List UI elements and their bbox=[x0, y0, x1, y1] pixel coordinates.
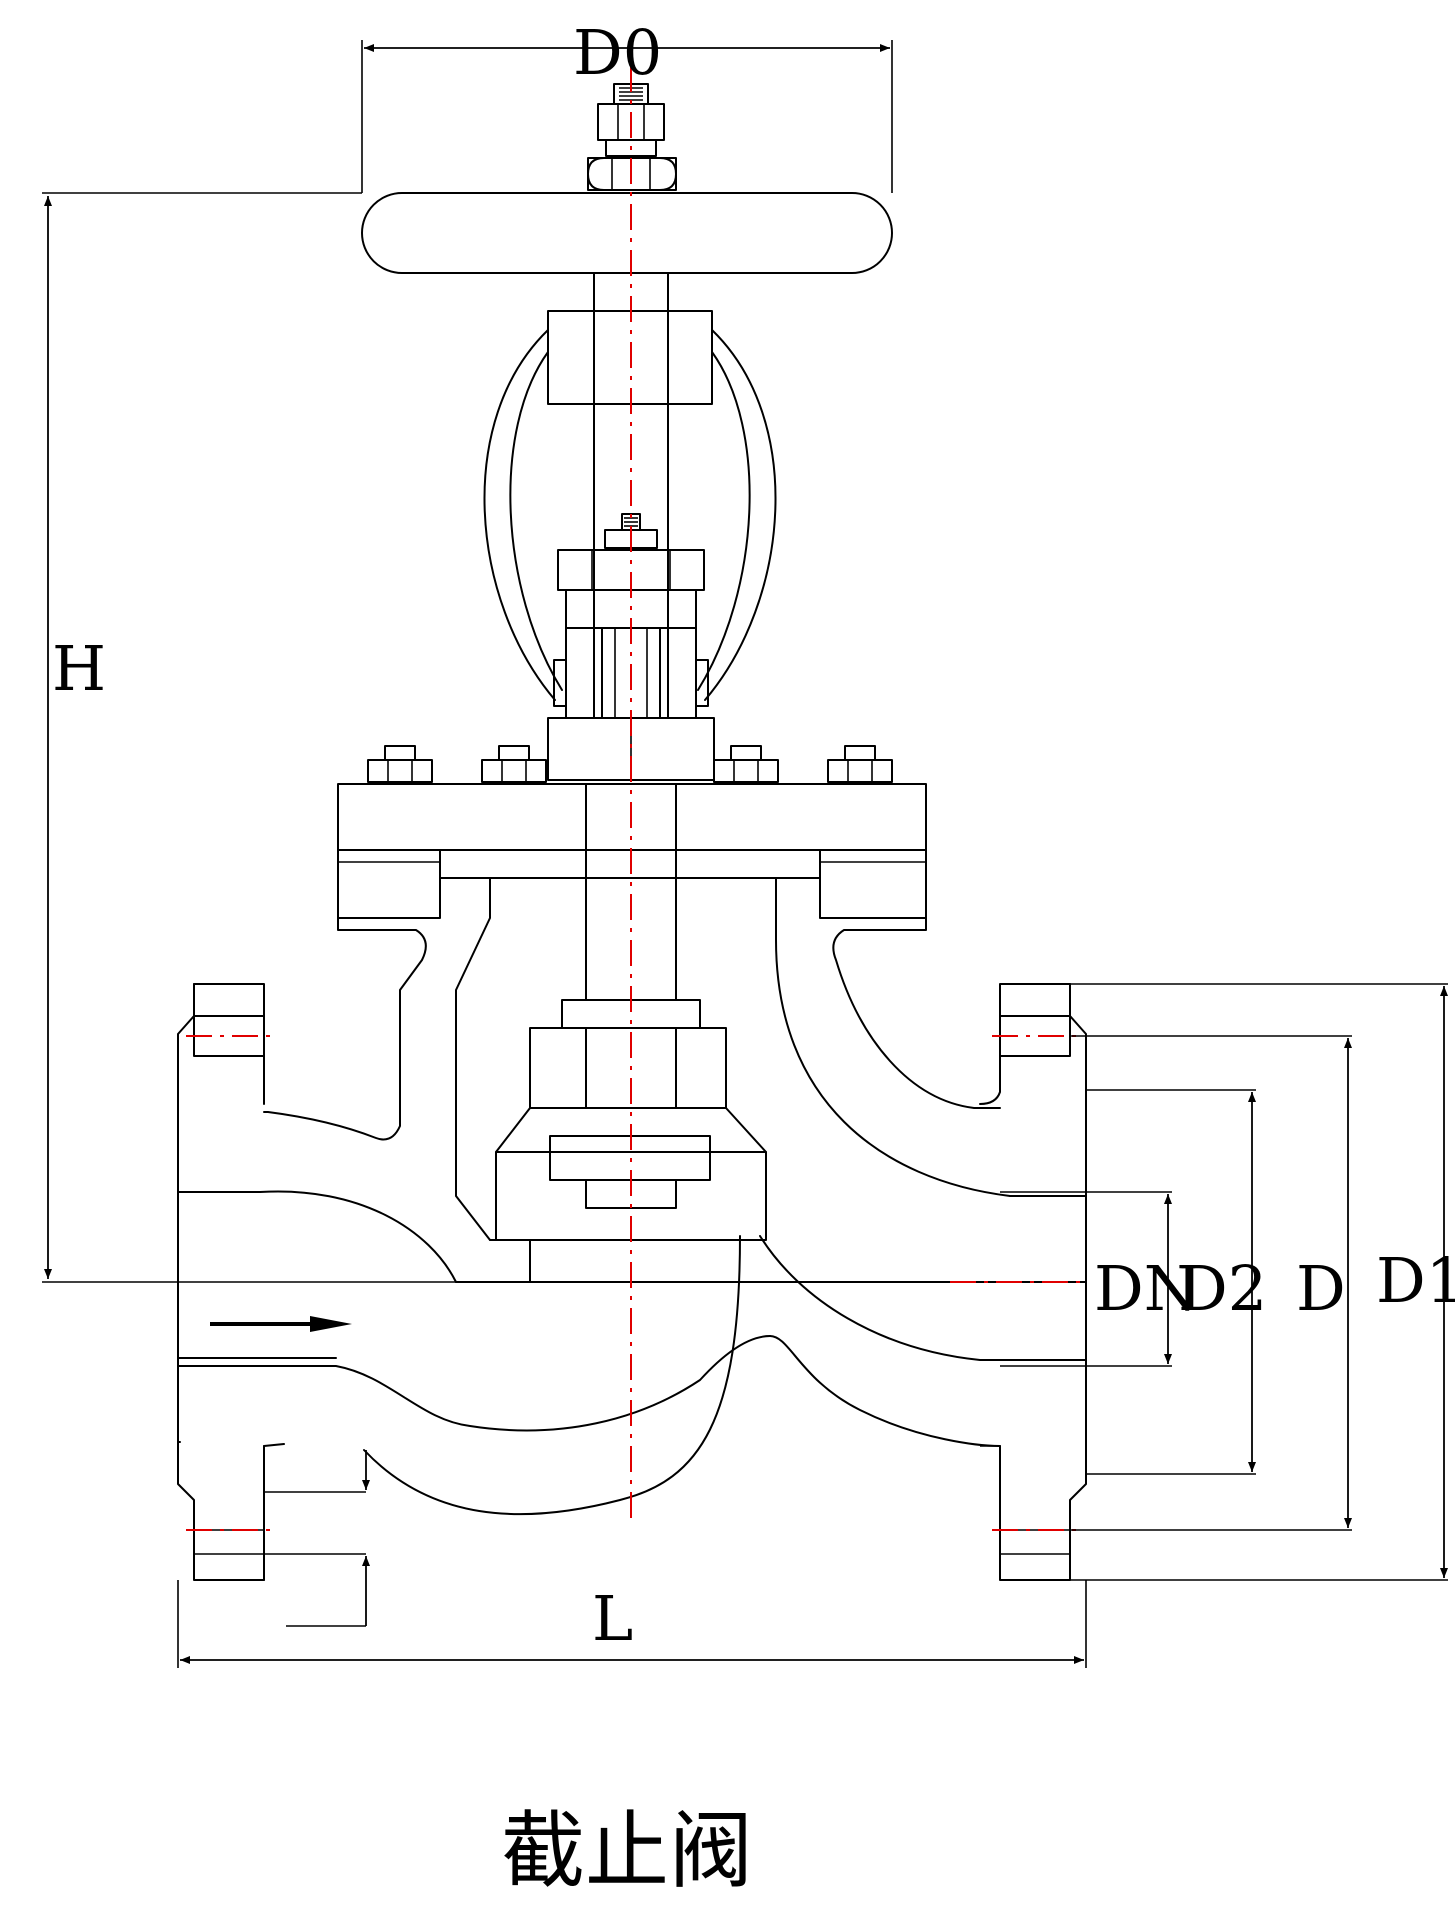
label-l: L bbox=[592, 1582, 633, 1655]
yoke-arms bbox=[483, 329, 777, 701]
handwheel bbox=[361, 192, 893, 274]
dimension-d0 bbox=[361, 40, 893, 193]
dimension-dn bbox=[1000, 1191, 1172, 1367]
arrow-right-icon bbox=[210, 1316, 352, 1332]
bonnet-bolts bbox=[367, 745, 893, 783]
label-h: H bbox=[52, 632, 106, 705]
label-dn: DN bbox=[1094, 1252, 1198, 1325]
label-d1: D1 bbox=[1376, 1244, 1455, 1317]
label-d: D bbox=[1296, 1252, 1346, 1325]
label-d0: D0 bbox=[573, 16, 662, 89]
dimension-d1 bbox=[1070, 983, 1448, 1581]
dimension-l bbox=[177, 1580, 1087, 1668]
dimension-d2 bbox=[1086, 1089, 1256, 1475]
label-d2: D2 bbox=[1178, 1252, 1267, 1325]
valve-stem bbox=[593, 272, 669, 719]
dimension-d bbox=[1070, 1035, 1352, 1531]
centerlines bbox=[186, 66, 1086, 1531]
dimension-h bbox=[42, 192, 456, 1283]
dimension-flange-thickness bbox=[264, 1450, 370, 1627]
drawing-title: 截止阀 bbox=[501, 1802, 753, 1900]
bonnet-flange bbox=[337, 783, 927, 919]
